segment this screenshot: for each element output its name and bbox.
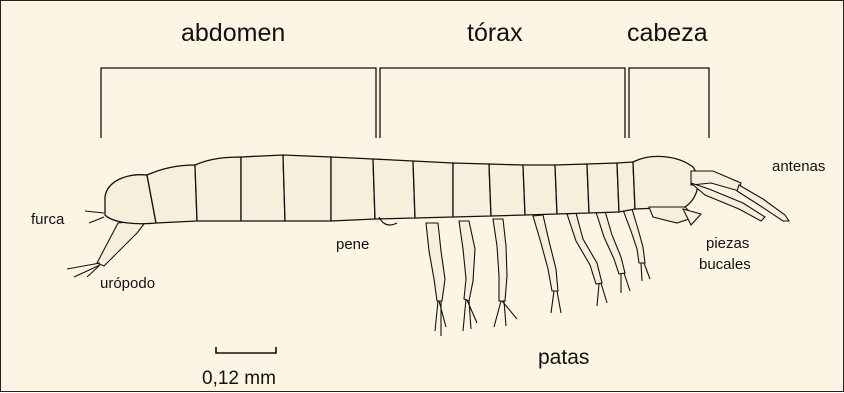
- segment: [489, 164, 525, 216]
- mouthparts: [649, 207, 701, 225]
- torax-bracket: [380, 68, 625, 138]
- segment: [453, 163, 491, 217]
- head: [633, 156, 698, 209]
- segment: [195, 157, 241, 221]
- antenas-label: antenas: [772, 159, 825, 174]
- torax-label: tórax: [467, 21, 523, 46]
- segment: [523, 165, 557, 215]
- segment: [241, 155, 285, 221]
- segment: [555, 164, 589, 214]
- uropodo-label: urópodo: [100, 276, 155, 291]
- cabeza-label: cabeza: [627, 21, 708, 46]
- legs: [426, 209, 650, 336]
- scale-bar: [216, 347, 276, 353]
- antennae: [691, 171, 789, 221]
- pene-label: pene: [336, 237, 369, 252]
- furca-label: furca: [31, 212, 64, 227]
- body: [105, 155, 698, 224]
- segment: [147, 165, 197, 223]
- patas-label: patas: [538, 347, 589, 368]
- segment: [331, 157, 375, 221]
- abdomen-label: abdomen: [181, 21, 285, 46]
- segment: [373, 159, 415, 219]
- scale-label: 0,12 mm: [202, 369, 276, 388]
- segment: [283, 155, 331, 221]
- bucales-label: bucales: [699, 257, 751, 272]
- piezas-label: piezas: [706, 236, 749, 251]
- segment: [617, 162, 635, 212]
- segment: [413, 161, 453, 218]
- segment: [587, 163, 619, 213]
- abdomen-bracket: [101, 68, 376, 138]
- cabeza-bracket: [629, 68, 709, 138]
